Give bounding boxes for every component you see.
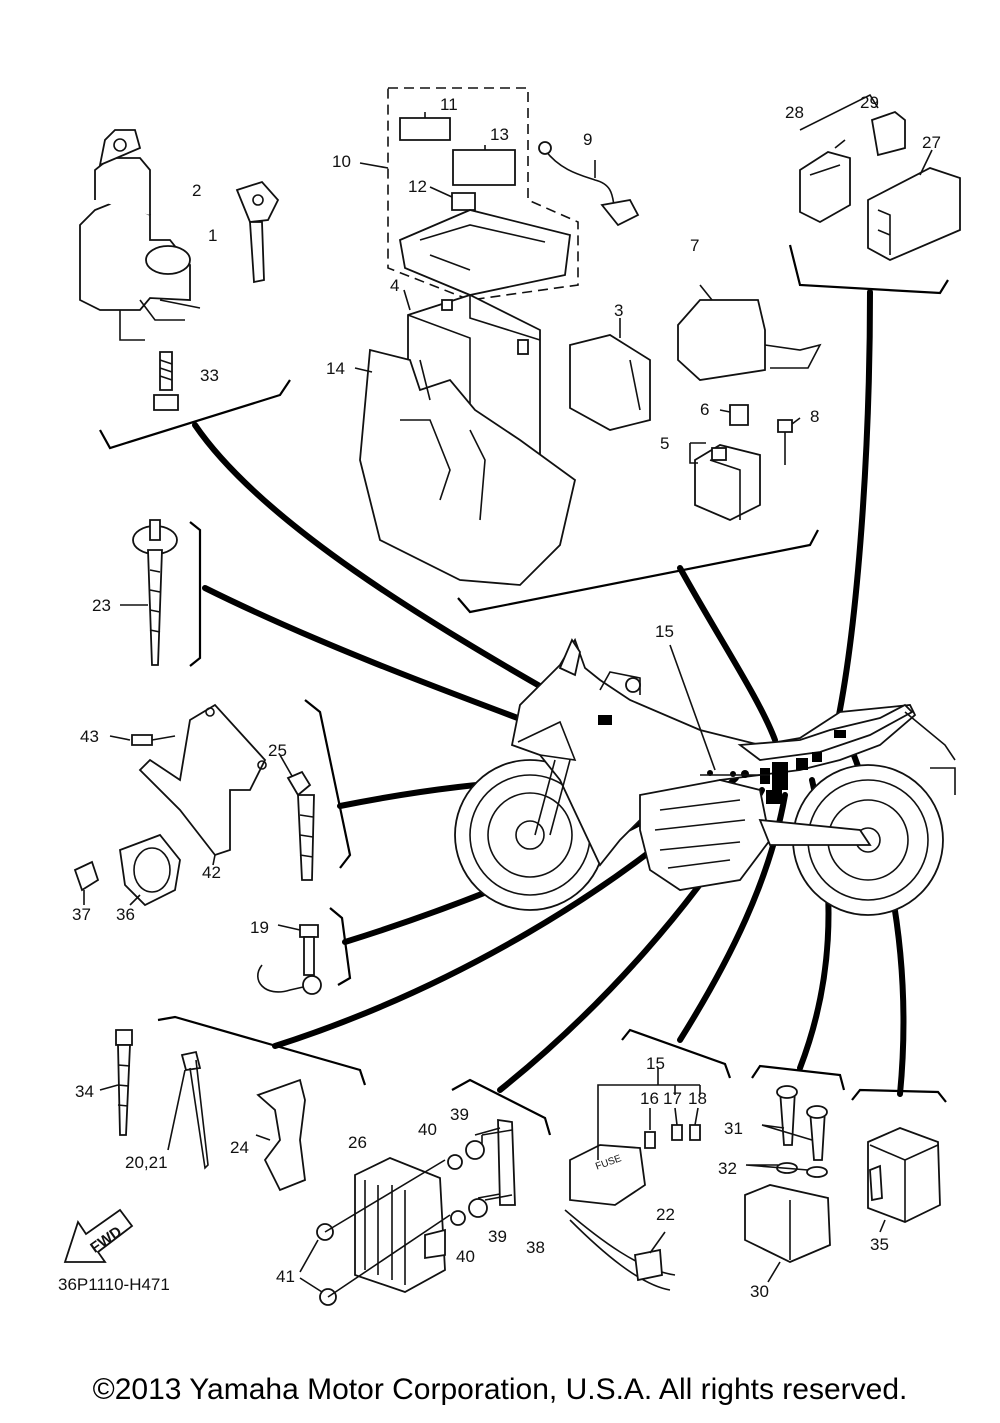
callout-27: 27 bbox=[922, 133, 941, 152]
bolt-19 bbox=[257, 924, 322, 995]
callout-40-top: 40 bbox=[418, 1120, 437, 1139]
callout-39-top: 39 bbox=[450, 1105, 469, 1124]
callout-16: 16 bbox=[640, 1089, 659, 1108]
callout-labels: 1 2 3 4 5 6 7 8 9 10 11 12 13 14 15 15 1… bbox=[72, 93, 941, 1301]
callout-15-main: 15 bbox=[655, 622, 674, 641]
callout-39-bottom: 39 bbox=[488, 1227, 507, 1246]
callout-17: 17 bbox=[663, 1089, 682, 1108]
callout-22: 22 bbox=[656, 1205, 675, 1224]
callout-10: 10 bbox=[332, 152, 351, 171]
callout-29: 29 bbox=[860, 93, 879, 112]
callout-37: 37 bbox=[72, 905, 91, 924]
callout-3: 3 bbox=[614, 301, 623, 320]
callout-12: 12 bbox=[408, 177, 427, 196]
callout-6: 6 bbox=[700, 400, 709, 419]
callout-40-bottom: 40 bbox=[456, 1247, 475, 1266]
callout-19: 19 bbox=[250, 918, 269, 937]
callout-38: 38 bbox=[526, 1238, 545, 1257]
callout-18: 18 bbox=[688, 1089, 707, 1108]
callout-24: 24 bbox=[230, 1138, 249, 1157]
callout-4: 4 bbox=[390, 276, 399, 295]
callout-2: 2 bbox=[192, 181, 201, 200]
cable-tie-23 bbox=[120, 519, 178, 666]
copyright-notice: ©2013 Yamaha Motor Corporation, U.S.A. A… bbox=[92, 1373, 908, 1406]
callout-20-21: 20,21 bbox=[125, 1153, 168, 1172]
coupler-group bbox=[744, 1085, 831, 1283]
callout-15-fusebox: 15 bbox=[646, 1054, 665, 1073]
ecu-group bbox=[799, 93, 961, 261]
callout-14: 14 bbox=[326, 359, 345, 378]
fuse-box-group: FUSE bbox=[564, 1068, 701, 1291]
battery-group bbox=[354, 87, 822, 586]
callout-30: 30 bbox=[750, 1282, 769, 1301]
callout-34: 34 bbox=[75, 1082, 94, 1101]
callout-25: 25 bbox=[268, 741, 287, 760]
callout-35: 35 bbox=[870, 1235, 889, 1254]
diagram-code: 36P1110-H471 bbox=[58, 1275, 170, 1294]
callout-43: 43 bbox=[80, 727, 99, 746]
callout-11: 11 bbox=[440, 95, 458, 114]
callout-1: 1 bbox=[208, 226, 217, 245]
fwd-arrow-icon: FWD bbox=[63, 1208, 134, 1263]
main-switch-group bbox=[79, 129, 280, 411]
callout-31: 31 bbox=[724, 1119, 743, 1138]
group-brackets bbox=[99, 244, 949, 1136]
callout-5: 5 bbox=[660, 434, 669, 453]
relay-35 bbox=[867, 1127, 941, 1233]
callout-28: 28 bbox=[785, 103, 804, 122]
rectifier-group bbox=[299, 1118, 516, 1306]
cable-ties-group bbox=[99, 1029, 306, 1192]
callout-33: 33 bbox=[200, 366, 219, 385]
callout-32: 32 bbox=[718, 1159, 737, 1178]
motorcycle bbox=[454, 637, 956, 916]
callout-7: 7 bbox=[690, 236, 699, 255]
callout-26: 26 bbox=[348, 1133, 367, 1152]
callout-8: 8 bbox=[810, 407, 819, 426]
horn-group bbox=[73, 703, 315, 907]
callout-42: 42 bbox=[202, 863, 221, 882]
callout-36: 36 bbox=[116, 905, 135, 924]
callout-9: 9 bbox=[583, 130, 592, 149]
callout-23: 23 bbox=[92, 596, 111, 615]
callout-41: 41 bbox=[276, 1267, 295, 1286]
callout-13: 13 bbox=[490, 125, 509, 144]
